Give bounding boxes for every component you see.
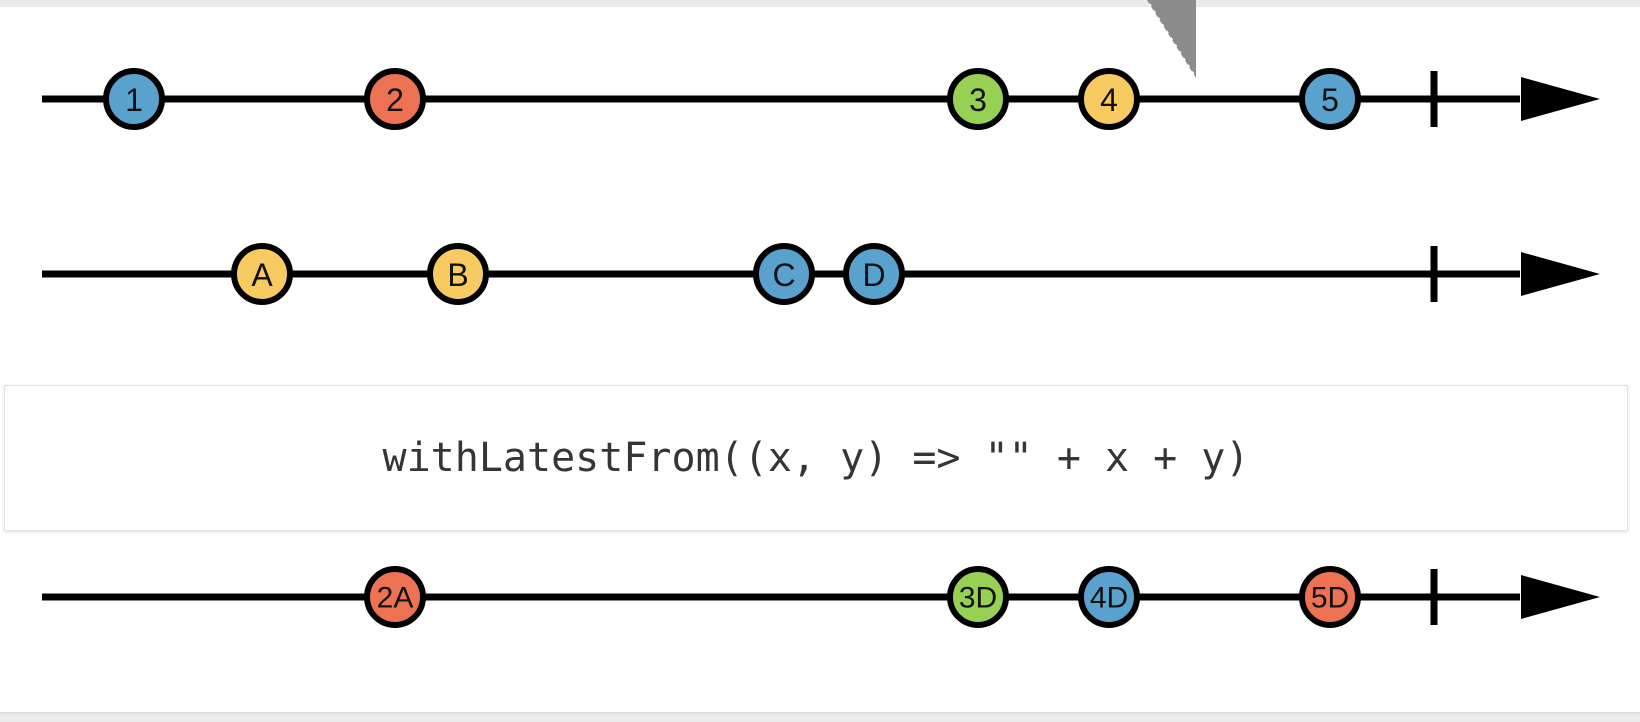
marble[interactable]: D <box>843 243 905 305</box>
marble-circle[interactable] <box>231 243 293 305</box>
diagram-panel: 1 2 3 4 5 A B C D withLatestFrom((x, y) => "" +… <box>0 7 1640 712</box>
timeline-arrowhead-icon <box>1521 252 1600 296</box>
marble[interactable]: 5 <box>1299 68 1361 130</box>
marble-label: 2 <box>386 82 404 118</box>
marble-circle[interactable] <box>1078 68 1140 130</box>
marble-circle[interactable] <box>103 68 165 130</box>
operator-label: withLatestFrom((x, y) => "" + x + y) <box>382 435 1250 481</box>
marble-circle[interactable] <box>1299 68 1361 130</box>
timeline-arrowhead-icon <box>1521 575 1600 619</box>
marble-label: 1 <box>125 82 143 118</box>
marble-label: 4 <box>1100 82 1118 118</box>
marble-row-result: 2A 3D 4D 5D <box>0 530 1640 650</box>
timeline-source-stream-letters: A B C D <box>42 243 1600 305</box>
marble-label: B <box>447 257 468 293</box>
timeline-result-stream: 2A 3D 4D 5D <box>42 566 1600 628</box>
marble[interactable]: 5D <box>1299 566 1361 628</box>
marble[interactable]: 1 <box>103 68 165 130</box>
marble-circle[interactable] <box>947 68 1009 130</box>
marble-label: 3 <box>969 82 987 118</box>
marble-circle[interactable] <box>1299 566 1361 628</box>
marble[interactable]: 4 <box>1078 68 1140 130</box>
marble[interactable]: A <box>231 243 293 305</box>
marble-label: 5D <box>1311 582 1349 615</box>
marble-label: 4D <box>1090 582 1128 615</box>
marble-label: A <box>251 257 273 293</box>
marble-row-source-numbers: 1 2 3 4 5 <box>0 32 1640 152</box>
timeline-source-stream-numbers: 1 2 3 4 5 <box>42 68 1600 130</box>
marble-circle[interactable] <box>753 243 815 305</box>
marble-circle[interactable] <box>947 566 1009 628</box>
marble-label: C <box>772 257 795 293</box>
marble-circle[interactable] <box>364 566 426 628</box>
marble[interactable]: 3D <box>947 566 1009 628</box>
marble-label: 2A <box>377 582 414 615</box>
marble-circle[interactable] <box>1078 566 1140 628</box>
marble-label: D <box>862 257 885 293</box>
marble[interactable]: B <box>427 243 489 305</box>
marble[interactable]: 2 <box>364 68 426 130</box>
marble[interactable]: 3 <box>947 68 1009 130</box>
marble-circle[interactable] <box>364 68 426 130</box>
marble[interactable]: 4D <box>1078 566 1140 628</box>
timeline-arrowhead-icon <box>1521 77 1600 121</box>
marble-circle[interactable] <box>427 243 489 305</box>
marble[interactable]: 2A <box>364 566 426 628</box>
marble[interactable]: C <box>753 243 815 305</box>
operator-box[interactable]: withLatestFrom((x, y) => "" + x + y) <box>4 385 1628 531</box>
marble-circle[interactable] <box>843 243 905 305</box>
marble-row-source-letters: A B C D <box>0 207 1640 327</box>
marble-label: 5 <box>1321 82 1339 118</box>
marble-label: 3D <box>959 582 997 615</box>
